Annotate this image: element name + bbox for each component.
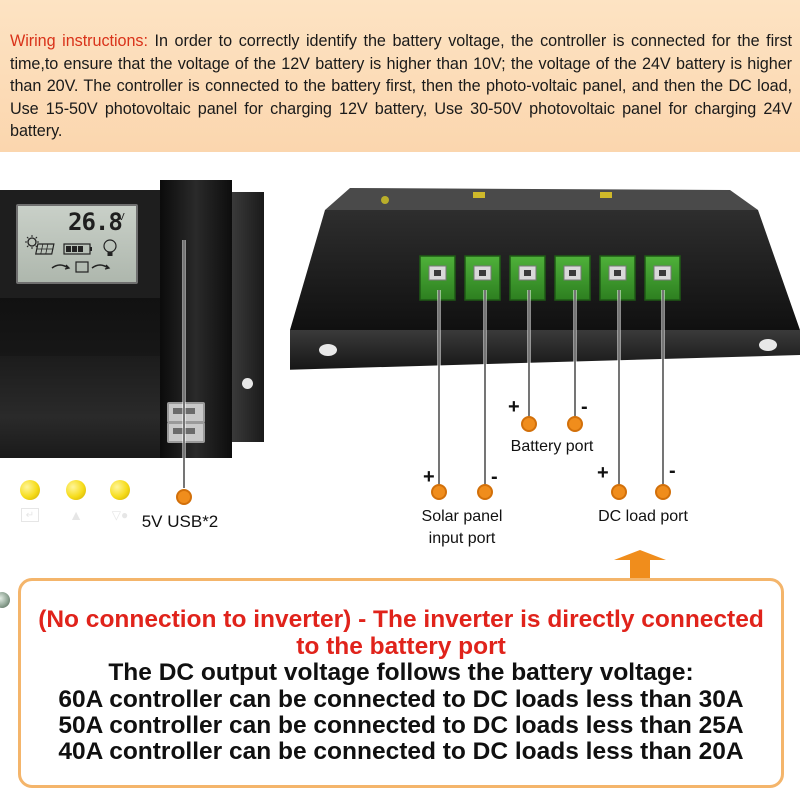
note-line-2: 60A controller can be connected to DC lo… [58, 686, 744, 713]
load-minus-dot [655, 484, 671, 500]
inverter-warning-line-1: (No connection to inverter) - The invert… [38, 606, 764, 633]
terminal-block [419, 255, 681, 301]
load-minus-sign: - [669, 460, 676, 482]
battery-minus-dot [567, 416, 583, 432]
terminal-screw [0, 592, 10, 608]
mounting-hole [319, 344, 337, 356]
lcd-display: 26.8 V [16, 204, 138, 284]
wiring-instructions: Wiring instructions: In order to correct… [10, 30, 792, 143]
solar-panel-icon [35, 243, 55, 255]
solar-port-label-line-1: Solar panel [421, 508, 503, 525]
up-button[interactable] [66, 480, 86, 500]
load-plus-sign: + [597, 462, 609, 484]
sun-icon [25, 235, 39, 249]
battery-minus-sign: - [581, 396, 588, 418]
return-icon: ↵ [21, 508, 39, 522]
usb-label: 5V USB*2 [141, 512, 219, 531]
controller-terminal-panel [0, 356, 160, 458]
solar-port-label-line-2: input port [428, 530, 496, 547]
up-arrow-icon: ▲ [69, 507, 83, 523]
flow-arrows-icon [51, 261, 111, 273]
inverter-warning-line-2: to the battery port [296, 633, 506, 660]
battery-level-icon [63, 243, 92, 255]
mounting-hole [242, 378, 253, 389]
indicator-dot [600, 192, 612, 198]
controller-flange [290, 330, 800, 370]
wiring-instructions-lead: Wiring instructions: [10, 32, 148, 50]
solar-minus-dot [477, 484, 493, 500]
solar-plus-dot [431, 484, 447, 500]
battery-plus-sign: + [508, 396, 520, 418]
lcd-voltage-value: 26.8 [68, 208, 123, 236]
solar-minus-sign: - [491, 466, 498, 488]
indicator-dot [473, 192, 485, 198]
wiring-instructions-body: In order to correctly identify the batte… [10, 32, 792, 140]
down-arrow-icon: ▽● [111, 508, 129, 522]
bulb-icon [103, 239, 117, 256]
inverter-warning: (No connection to inverter) - The invert… [18, 606, 784, 660]
load-plus-dot [611, 484, 627, 500]
lcd-voltage-unit: V [118, 212, 125, 223]
controller-top-edge [325, 188, 758, 210]
solar-plus-sign: + [423, 466, 435, 488]
note-line-3: 50A controller can be connected to DC lo… [58, 712, 744, 739]
note-line-4: 40A controller can be connected to DC lo… [58, 738, 744, 765]
controller-terminal-view [290, 188, 800, 370]
menu-button[interactable] [20, 480, 40, 500]
arrow-up-icon [614, 550, 666, 578]
down-button[interactable] [110, 480, 130, 500]
controller-button-panel [0, 298, 160, 356]
mounting-ear [232, 192, 264, 442]
dc-load-port-label: DC load port [598, 508, 688, 525]
indicator-dot [381, 196, 389, 204]
note-line-1: The DC output voltage follows the batter… [108, 659, 694, 686]
lcd-status-icons [25, 235, 117, 273]
battery-port-label: Battery port [510, 438, 594, 455]
mounting-hole [759, 339, 777, 351]
battery-plus-dot [521, 416, 537, 432]
inverter-note-box [18, 578, 784, 788]
instruction-banner [0, 0, 800, 152]
usb-connector-dot [176, 489, 192, 505]
